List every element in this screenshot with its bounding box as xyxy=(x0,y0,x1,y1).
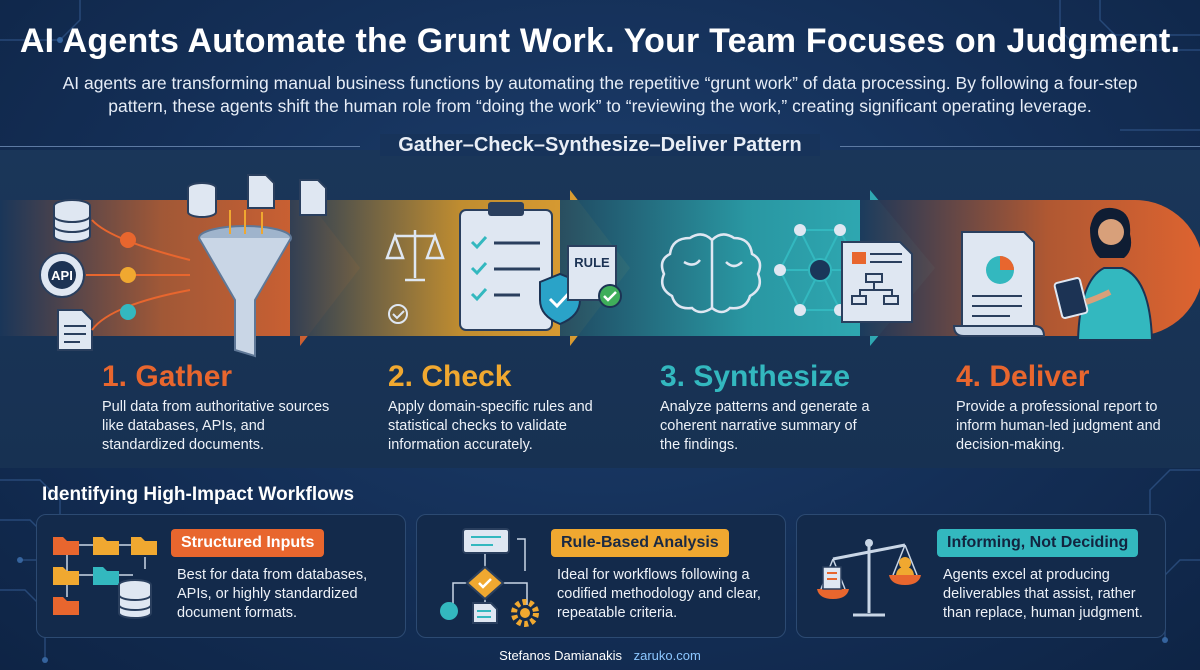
rule-label: RULE xyxy=(574,255,610,270)
pattern-diagram: API RULE xyxy=(0,174,1200,358)
folders-database-icon xyxy=(53,537,157,619)
person-icon xyxy=(1053,207,1154,341)
node-icon xyxy=(120,304,136,320)
page-subtitle: AI agents are transforming manual busine… xyxy=(62,73,1138,116)
step-desc-gather: Pull data from authoritative sources lik… xyxy=(102,399,330,453)
step-desc-synthesize: Analyze patterns and generate a coherent… xyxy=(660,399,870,453)
footer-site-link[interactable]: zaruko.com xyxy=(633,648,701,663)
pattern-title-text: Gather–Check–Synthesize–Deliver Pattern xyxy=(380,134,820,156)
document-icon xyxy=(247,174,327,216)
node-icon xyxy=(120,267,136,283)
step-desc-deliver: Provide a professional report to inform … xyxy=(956,399,1161,453)
step-desc-check: Apply domain-specific rules and statisti… xyxy=(388,399,593,453)
api-icon: API xyxy=(39,252,85,298)
card-structured-inputs: Structured Inputs Best for data from dat… xyxy=(36,514,406,638)
card-desc-informing-not-deciding: Agents excel at producing deliverables t… xyxy=(943,567,1143,621)
brain-icon xyxy=(660,233,762,314)
workflows-title: Identifying High-Impact Workflows xyxy=(42,484,355,505)
step-title-check: 2. Check xyxy=(388,360,512,393)
divider xyxy=(840,146,1200,147)
node-icon xyxy=(120,232,136,248)
page-title: AI Agents Automate the Grunt Work. Your … xyxy=(19,22,1181,60)
database-icon xyxy=(187,182,217,218)
report-icon xyxy=(952,231,1046,337)
report-chart-icon xyxy=(841,241,913,323)
card-rule-based-analysis: Rule-Based Analysis Ideal for workflows … xyxy=(416,514,786,638)
card-informing-not-deciding: Informing, Not Deciding Agents excel at … xyxy=(796,514,1166,638)
badge-structured-inputs: Structured Inputs xyxy=(171,529,325,557)
badge-rule-based-analysis: Rule-Based Analysis xyxy=(551,529,729,557)
pattern-title: Gather–Check–Synthesize–Deliver Pattern xyxy=(0,134,1200,157)
badge-informing-not-deciding: Informing, Not Deciding xyxy=(937,529,1139,557)
clipboard-icon xyxy=(459,202,553,331)
card-desc-structured-inputs: Best for data from databases, APIs, or h… xyxy=(177,567,368,621)
api-label: API xyxy=(51,268,73,283)
database-icon xyxy=(53,199,91,243)
document-icon xyxy=(57,309,93,351)
rule-document-icon: RULE xyxy=(567,245,622,308)
footer: Stefanos Damianakis zaruko.com xyxy=(0,648,1200,663)
step-title-deliver: 4. Deliver xyxy=(956,360,1090,393)
step-title-gather: 1. Gather xyxy=(102,360,233,393)
check-circle-icon xyxy=(388,304,408,324)
divider xyxy=(0,146,360,147)
scales-judgment-icon xyxy=(817,539,921,617)
flowchart-icon xyxy=(440,528,539,627)
card-desc-rule-based-analysis: Ideal for workflows following a codified… xyxy=(557,567,761,621)
footer-author: Stefanos Damianakis xyxy=(499,648,622,663)
scales-icon xyxy=(385,230,445,282)
funnel-icon xyxy=(198,225,292,358)
step-title-synthesize: 3. Synthesize xyxy=(660,360,851,393)
